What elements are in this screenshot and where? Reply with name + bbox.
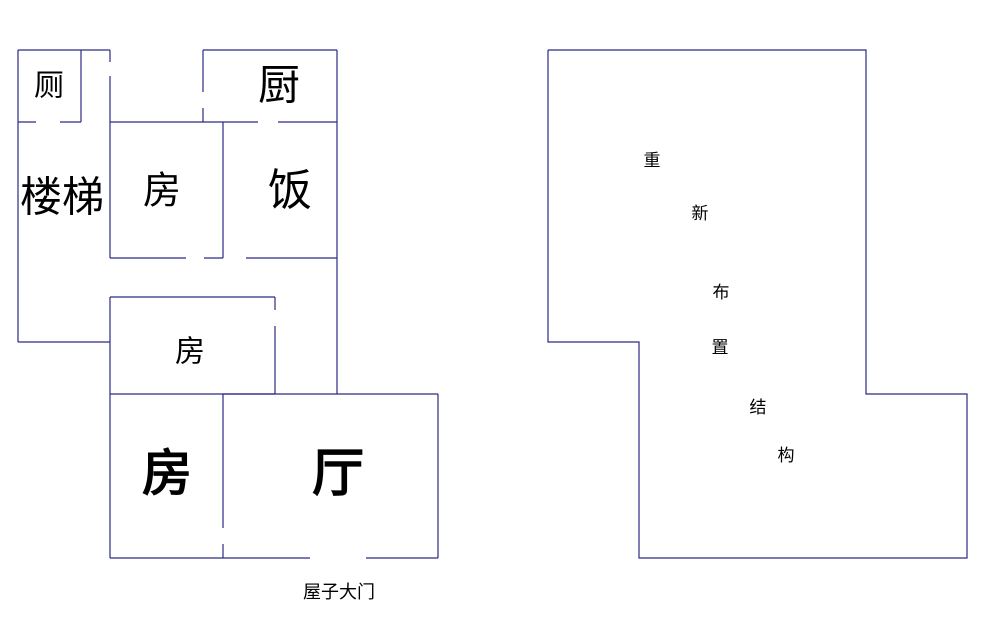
- dining-label: 饭: [268, 165, 312, 216]
- kitchen-label: 厨: [258, 61, 300, 110]
- note-char: 构: [778, 446, 795, 466]
- room-bottom-label: 房: [142, 445, 192, 503]
- room-labels: 厕 厨 楼梯 房 饭 房 房 厅 屋子大门: [20, 61, 375, 604]
- main-door-label: 屋子大门: [303, 582, 375, 603]
- note-char: 置: [712, 338, 729, 358]
- room-top-label: 房: [143, 169, 181, 213]
- living-room-label: 厅: [312, 444, 364, 504]
- rearrange-note: 重 新 布 置 结 构: [644, 151, 795, 466]
- note-char: 布: [713, 283, 730, 303]
- toilet-label: 厕: [34, 69, 64, 104]
- stairs-label: 楼梯: [20, 173, 104, 222]
- note-char: 结: [750, 398, 767, 418]
- wall-lines: [17, 49, 968, 559]
- note-char: 重: [644, 151, 661, 171]
- note-char: 新: [692, 204, 709, 224]
- room-middle-label: 房: [175, 335, 205, 370]
